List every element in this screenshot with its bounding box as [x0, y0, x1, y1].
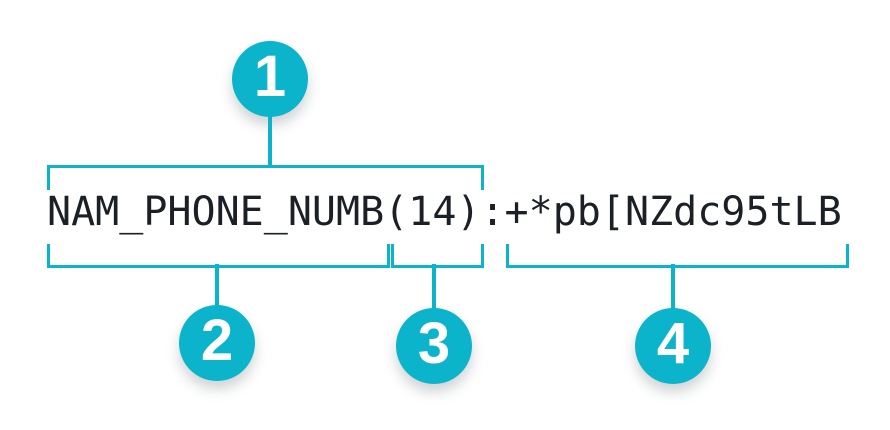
callout-circle-3: 3: [396, 308, 472, 384]
callout-circle-2: 2: [179, 305, 255, 381]
token-string: NAM_PHONE_NUMB(14):+*pb[NZdc95tLB: [47, 189, 842, 235]
callout-3-bracket: [391, 244, 484, 268]
callout-number-3: 3: [417, 311, 451, 376]
callout-number-1: 1: [253, 44, 287, 109]
callout-number-4: 4: [656, 311, 690, 376]
callout-4-connector-line: [671, 264, 675, 310]
callout-2-connector-line: [215, 264, 219, 308]
callout-circle-4: 4: [635, 308, 711, 384]
callout-number-2: 2: [200, 308, 234, 373]
callout-1-connector-line: [268, 115, 272, 166]
callout-4-bracket: [506, 244, 849, 268]
callout-circle-1: 1: [232, 41, 308, 117]
callout-3-connector-line: [432, 264, 436, 310]
callout-1-bracket: [47, 165, 484, 190]
